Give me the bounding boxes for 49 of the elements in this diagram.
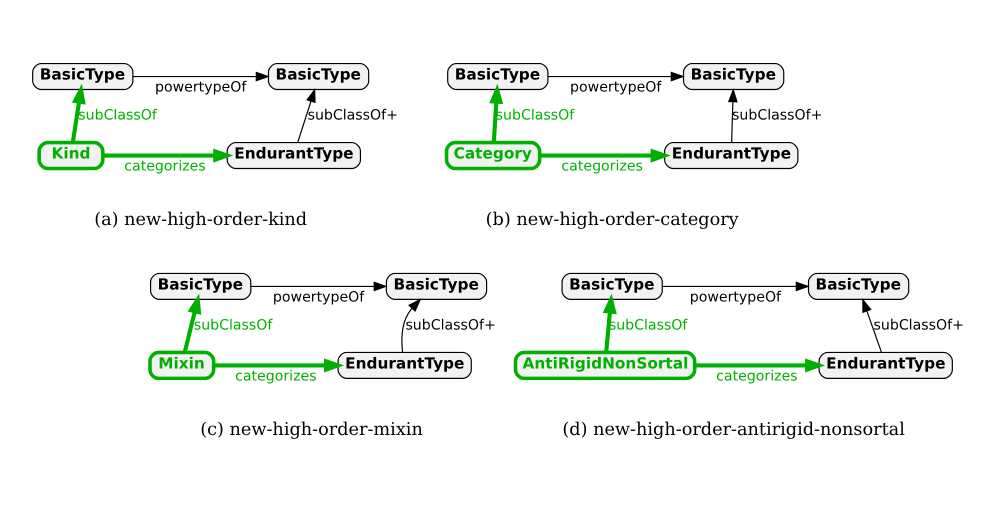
node-box: Category (444, 140, 542, 170)
arrow (602, 293, 617, 352)
edge-label: powertypeOf (155, 78, 246, 95)
node-box: EndurantType (226, 142, 362, 169)
node-box: AntiRigidNonSortal (514, 350, 696, 380)
arrow (401, 298, 422, 352)
arrow (489, 83, 504, 142)
edge-label: subClassOf+ (308, 107, 398, 124)
node-box: BasicType (561, 272, 663, 300)
node-box: BasicType (150, 272, 252, 300)
edge-label: powertypeOf (690, 288, 782, 305)
arrow (728, 88, 738, 142)
arrow (214, 358, 344, 372)
edge-label: subClassOf (194, 317, 272, 334)
edge-label: subClassOf+ (874, 317, 964, 334)
node-box: EndurantType (664, 142, 798, 169)
node-box: BasicType (808, 272, 910, 300)
node-box: EndurantType (818, 351, 953, 378)
edge-label: categorizes (716, 368, 798, 384)
arrow (182, 293, 202, 352)
node-box: BasicType (268, 62, 370, 90)
arrow (70, 83, 86, 142)
node-box: Mixin (148, 350, 216, 380)
arrow (251, 280, 388, 291)
edge-label: powertypeOf (570, 78, 662, 95)
label: (a) new-high-order-kind (94, 210, 308, 230)
edge-label: subClassOf+ (405, 317, 496, 334)
label: (c) new-high-order-mixin (200, 419, 423, 440)
label: (b) new-high-order-category (486, 210, 739, 230)
arrow (540, 148, 671, 162)
node-box: BasicType (447, 62, 548, 90)
arrow (862, 298, 882, 352)
arrow (548, 71, 685, 82)
edge-label: categorizes (124, 158, 206, 174)
label: (d) new-high-order-antirigid-nonsortal (562, 419, 905, 440)
edge-label: categorizes (235, 368, 317, 384)
arrow (662, 280, 810, 291)
arrow (133, 71, 270, 82)
edge-label: categorizes (561, 158, 643, 174)
arrow (102, 148, 234, 162)
node-box: EndurantType (337, 351, 472, 378)
node-box: BasicType (32, 62, 134, 90)
edge-label: subClassOf (78, 107, 157, 124)
node-box: BasicType (386, 272, 488, 300)
node-box: BasicType (682, 62, 784, 90)
arrow (297, 88, 316, 142)
edge-label: powertypeOf (272, 288, 364, 305)
arrow (695, 358, 826, 372)
node-box: Kind (37, 140, 105, 170)
